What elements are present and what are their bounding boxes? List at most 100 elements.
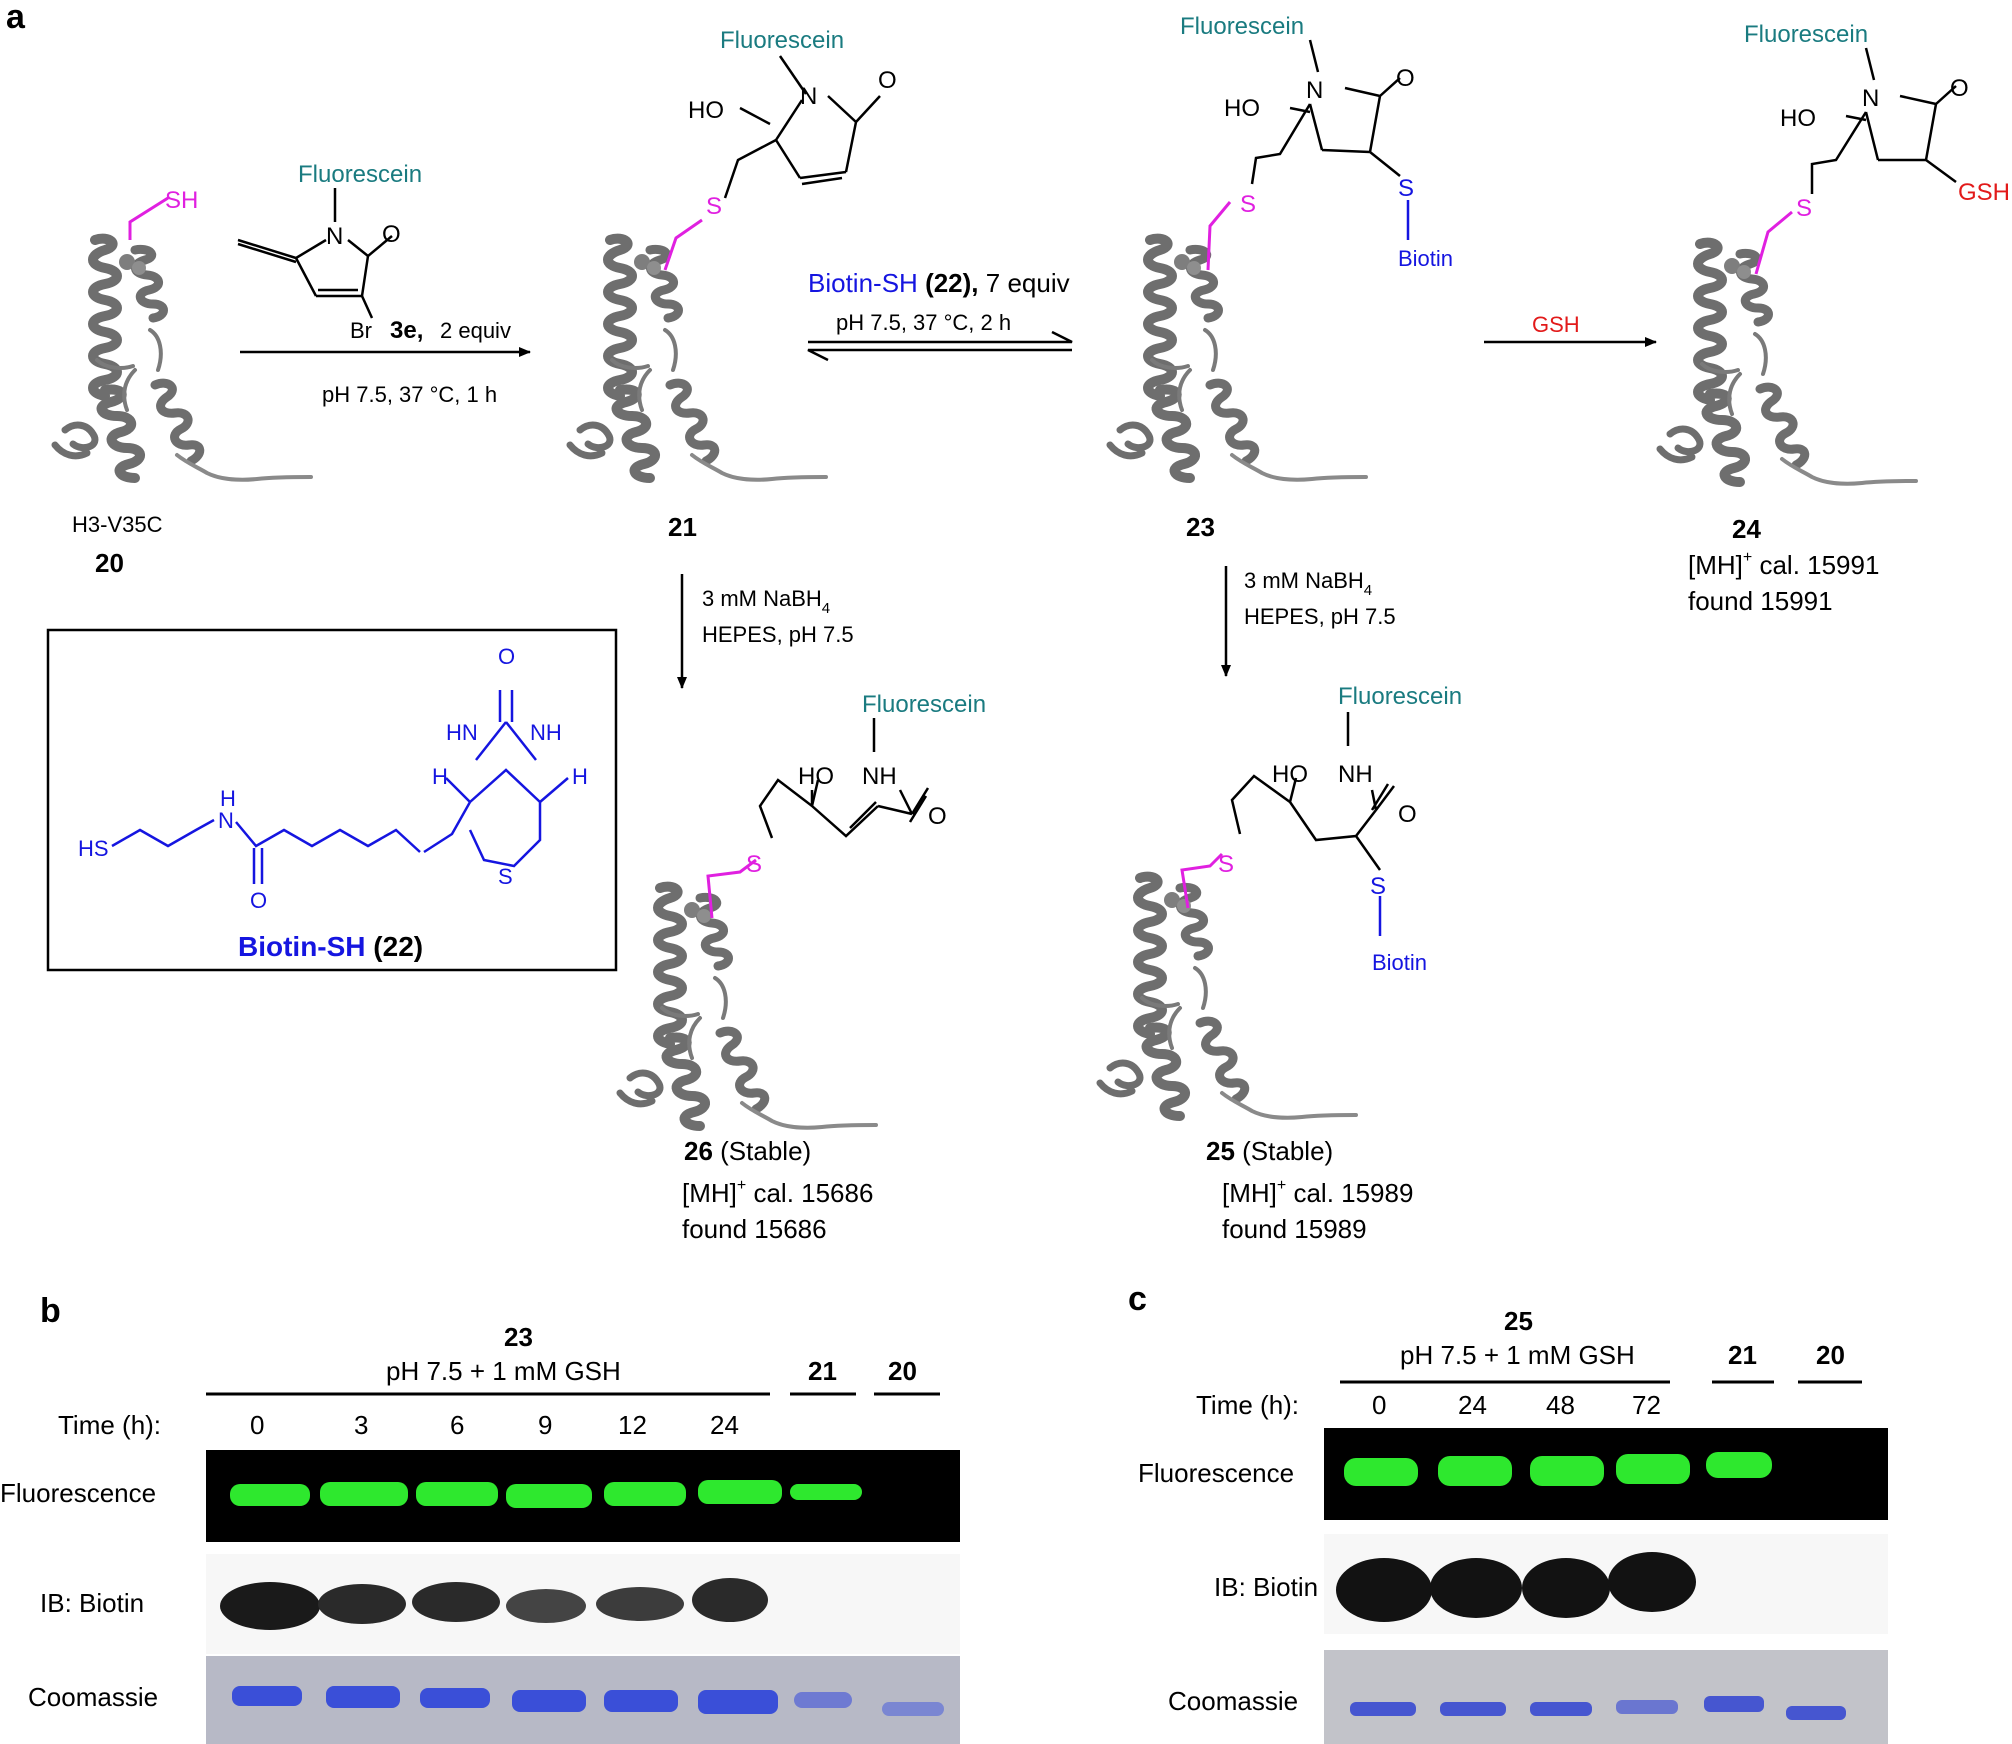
cpd23-n: N [1306, 77, 1323, 104]
step2-conditions: pH 7.5, 37 °C, 2 h [836, 310, 1011, 335]
cpd24-ms-found: found 15991 [1688, 586, 1833, 616]
panel-c-time-1: 24 [1458, 1390, 1487, 1420]
panel-b-fluorescence-band [790, 1484, 862, 1500]
panel-b-compound: 23 [504, 1322, 533, 1352]
step1-conditions: pH 7.5, 37 °C, 1 h [322, 382, 497, 407]
panel-b-time-label: Time (h): [58, 1410, 161, 1440]
panel-b-time-2: 6 [450, 1410, 464, 1440]
cpd25-o: O [1398, 801, 1417, 828]
red23-line1: 3 mM NaBH4 [1244, 568, 1372, 599]
panel-b-fluorescence-band [416, 1482, 498, 1506]
panel-b-time-0: 0 [250, 1410, 264, 1440]
panel-b-row-ib-biotin: IB: Biotin [40, 1588, 144, 1618]
biotin-h2: H [572, 764, 588, 789]
panel-b-letter: b [40, 1292, 61, 1330]
panel-c-fluorescence-bands [1344, 1452, 1772, 1486]
panel-c-letter: c [1128, 1280, 1147, 1318]
panel-b-fluorescence-band [604, 1482, 686, 1506]
panel-c-ib-band [1608, 1552, 1696, 1612]
panel-b-fluorescence-band [698, 1480, 782, 1504]
cpd26-ms-cal: [MH]+ cal. 15686 [682, 1177, 873, 1208]
red23-line2: HEPES, pH 7.5 [1244, 604, 1396, 629]
panel-c-coomassie-band [1786, 1706, 1846, 1720]
panel-c-fluorescence-band [1616, 1454, 1690, 1484]
biotin-hn: HN [446, 720, 478, 745]
cpd21-s: S [706, 193, 722, 220]
panel-b-time-1: 3 [354, 1410, 368, 1440]
cpd26-ho: HO [798, 763, 834, 790]
panel-b-coomassie-band [420, 1688, 490, 1708]
biotin-o-amide: O [250, 888, 267, 913]
red21-line1: 3 mM NaBH4 [702, 586, 830, 617]
cpd21-o: O [878, 67, 897, 94]
cpd26-ms-found: found 15686 [682, 1214, 827, 1244]
panel-b-coomassie-band [512, 1690, 586, 1712]
panel-b-condition: pH 7.5 + 1 mM GSH [386, 1356, 621, 1386]
cpd23-s: S [1240, 191, 1256, 218]
reagent-3e-equiv: 2 equiv [440, 318, 511, 343]
label-sh: SH [165, 187, 198, 214]
cpd25-ho: HO [1272, 761, 1308, 788]
compound-21-number: 21 [668, 512, 697, 542]
reagent-3e-fluorescein: Fluorescein [298, 161, 422, 188]
panel-c-compound: 25 [1504, 1306, 1533, 1336]
compound-23-number: 23 [1186, 512, 1215, 542]
reagent-3e-number: 3e, [390, 317, 423, 344]
cpd23-ho: HO [1224, 95, 1260, 122]
panel-b-coomassie-band [604, 1690, 678, 1712]
panel-b-fluorescence-band [320, 1482, 408, 1506]
compound-23-structure [1110, 39, 1410, 480]
panel-b-coomassie-bands [232, 1686, 944, 1716]
compound-26-label: 26 (Stable) [684, 1136, 811, 1166]
panel-b-coomassie-band [794, 1692, 852, 1708]
panel-c-coomassie-bands [1350, 1696, 1846, 1720]
cpd26-s: S [746, 851, 762, 878]
cpd26-nh: NH [862, 763, 897, 790]
compound-21-structure [570, 55, 881, 480]
panel-b-time-4: 12 [618, 1410, 647, 1440]
panel-a-letter: a [6, 0, 26, 36]
compound-20-number: 20 [95, 548, 124, 578]
panel-b-time-5: 24 [710, 1410, 739, 1440]
panel-b-coomassie-band [326, 1686, 400, 1708]
cpd23-biotin: Biotin [1398, 246, 1453, 271]
biotin-nh: NH [530, 720, 562, 745]
panel-b-coomassie-band [882, 1702, 944, 1716]
cpd25-ms-found: found 15989 [1222, 1214, 1367, 1244]
panel-b-ib-band [692, 1578, 768, 1622]
panel-b-control-21: 21 [808, 1356, 837, 1386]
panel-c-coomassie-band [1616, 1700, 1678, 1714]
biotin-hs: HS [78, 836, 109, 861]
panel-b-coomassie-band [232, 1686, 302, 1706]
cpd21-n: N [800, 83, 817, 110]
biotin-s-ring: S [498, 864, 513, 889]
panel-b-ib-band [318, 1584, 406, 1624]
panel-b-fluorescence-band [230, 1484, 310, 1506]
cpd24-gsh: GSH [1958, 179, 2010, 206]
cpd23-s2: S [1398, 175, 1414, 202]
arrow-equilibrium [807, 330, 1073, 362]
biotin-sh-caption: Biotin-SH (22) [238, 931, 423, 962]
panel-b-ib-band [506, 1589, 586, 1623]
cpd24-ms-cal: [MH]+ cal. 15991 [1688, 549, 1879, 580]
biotin-n-amide: N [218, 808, 234, 833]
panel-c-fluorescence-band [1706, 1452, 1772, 1478]
cpd26-o: O [928, 803, 947, 830]
cpd23-fluorescein: Fluorescein [1180, 13, 1304, 40]
panel-b-fluorescence-bands [230, 1480, 862, 1508]
panel-c-coomassie-band [1530, 1702, 1592, 1716]
panel-c-coomassie-band [1704, 1696, 1764, 1712]
compound-25-label: 25 (Stable) [1206, 1136, 1333, 1166]
cpd23-o: O [1396, 65, 1415, 92]
compound-24-number: 24 [1732, 514, 1761, 544]
cpd26-fluorescein: Fluorescein [862, 691, 986, 718]
panel-b-fluorescence-band [506, 1484, 592, 1508]
cpd21-fluorescein: Fluorescein [720, 27, 844, 54]
compound-24-structure [1660, 47, 1957, 484]
panel-c-fluorescence-band [1438, 1456, 1512, 1486]
cpd25-ms-cal: [MH]+ cal. 15989 [1222, 1177, 1413, 1208]
red21-line2: HEPES, pH 7.5 [702, 622, 854, 647]
reagent-3e-n: N [326, 223, 343, 250]
panel-c-control-21: 21 [1728, 1340, 1757, 1370]
